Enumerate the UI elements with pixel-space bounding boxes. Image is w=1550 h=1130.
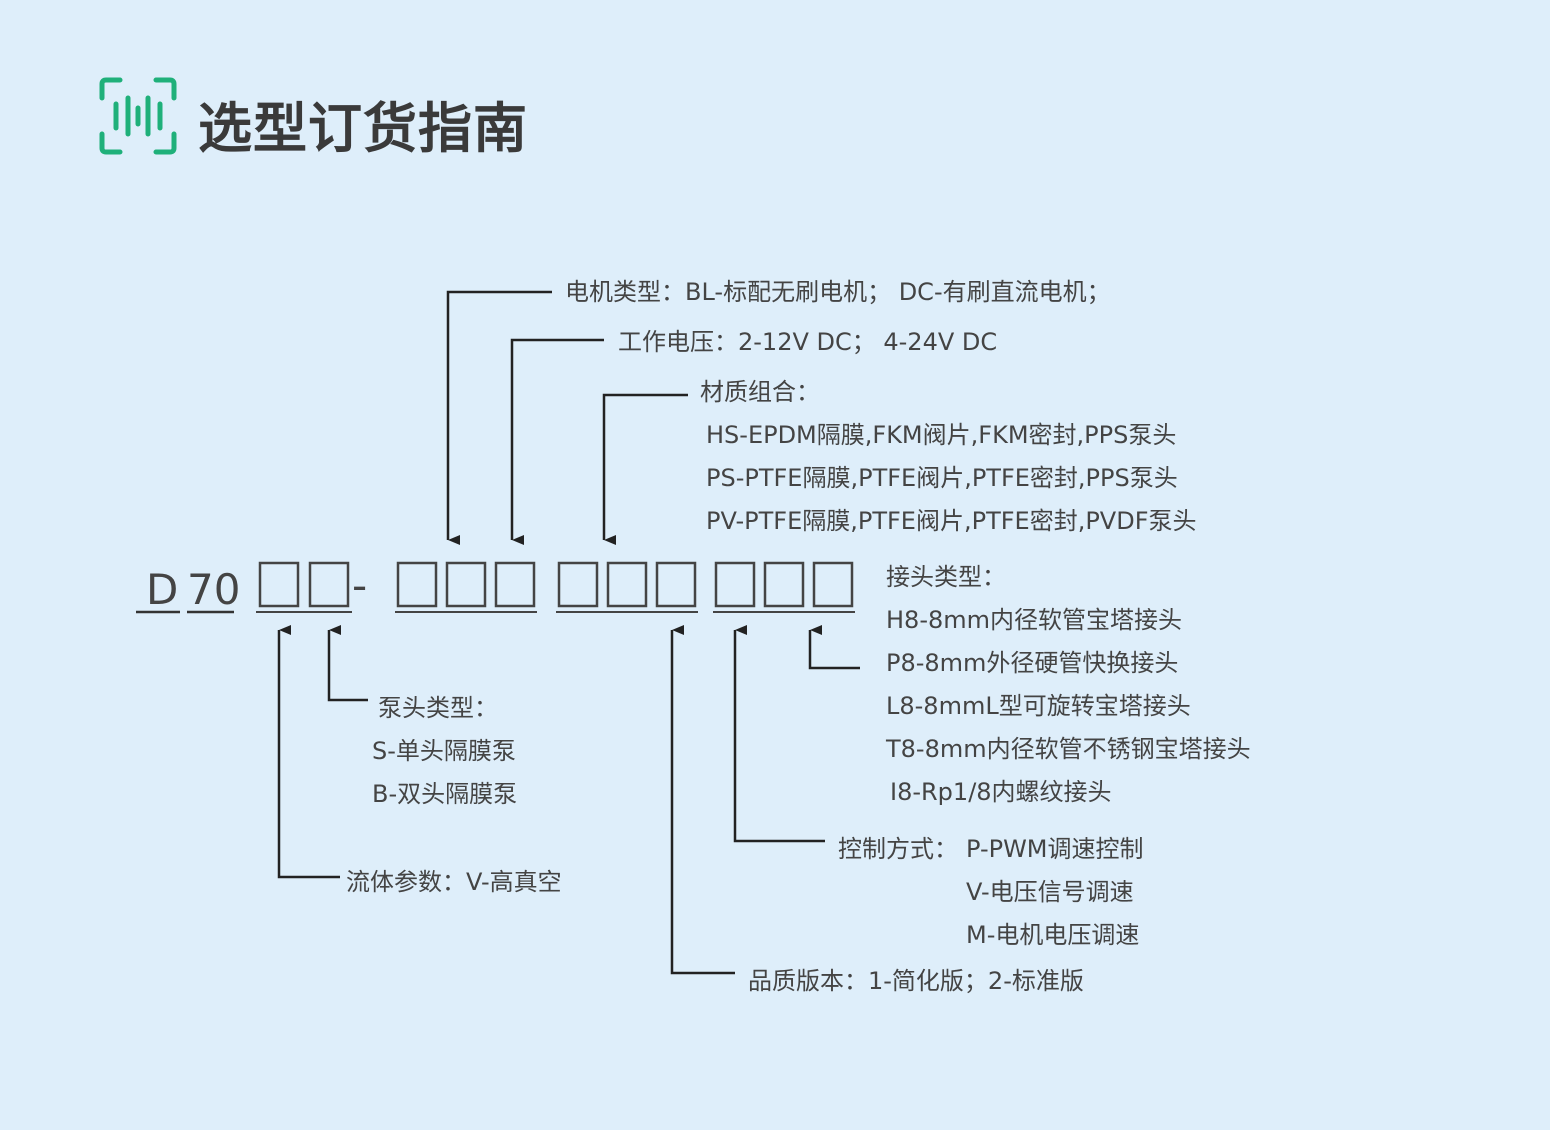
label-connector-line: H8-8mm内径软管宝塔接头 <box>886 606 1182 634</box>
slot-connector-1 <box>763 561 805 608</box>
material-block: 材质组合： HS-EPDM隔膜,FKM阀片,FKM密封,PPS泵头 PS-PTF… <box>700 378 1197 535</box>
label-connector-line: P8-8mm外径硬管快换接头 <box>886 649 1178 677</box>
leader-lines <box>277 290 860 975</box>
leader-quality <box>670 625 735 975</box>
leader-motor-type <box>446 290 552 545</box>
control-block: 控制方式： P-PWM调速控制 V-电压信号调速 M-电机电压调速 <box>838 835 1144 949</box>
label-connector-line: L8-8mmL型可旋转宝塔接头 <box>886 692 1191 720</box>
slot-motor-2 <box>445 561 487 608</box>
label-control-line: V-电压信号调速 <box>966 878 1134 906</box>
label-material-line: PS-PTFE隔膜,PTFE阀片,PTFE密封,PPS泵头 <box>706 464 1178 492</box>
page-title: 选型订货指南 <box>198 97 528 160</box>
label-material-title: 材质组合： <box>700 378 820 406</box>
label-pump-head-line: S-单头隔膜泵 <box>372 737 516 765</box>
barcode-scan-icon <box>99 77 177 155</box>
code-separator: - <box>352 561 367 610</box>
label-pump-head-line: B-双头隔膜泵 <box>372 780 517 808</box>
pump-head-block: 泵头类型： S-单头隔膜泵 B-双头隔膜泵 <box>372 694 517 808</box>
slot-material-1 <box>557 561 599 608</box>
label-control-line: P-PWM调速控制 <box>966 835 1144 863</box>
leader-control <box>733 625 825 843</box>
label-connector-line: I8-Rp1/8内螺纹接头 <box>890 778 1112 806</box>
slot-fluid <box>258 561 300 608</box>
slot-pump-head <box>308 561 350 608</box>
code-prefix-number: 70 <box>187 565 240 614</box>
code-prefix-letter: D <box>146 565 178 614</box>
slot-control <box>714 561 756 608</box>
slot-voltage <box>494 561 536 608</box>
label-control-line: M-电机电压调速 <box>966 921 1139 949</box>
label-quality: 品质版本：1-简化版；2-标准版 <box>748 967 1084 995</box>
code-slots <box>258 561 854 608</box>
label-pump-head-title: 泵头类型： <box>378 694 498 722</box>
slot-connector-2 <box>812 561 854 608</box>
leader-pump-head <box>327 625 368 702</box>
leader-material <box>602 393 688 545</box>
model-code: D 70 - <box>136 561 855 614</box>
leader-connector <box>808 625 860 670</box>
slot-quality <box>655 561 697 608</box>
label-connector-title: 接头类型： <box>886 563 1006 591</box>
label-material-line: PV-PTFE隔膜,PTFE阀片,PTFE密封,PVDF泵头 <box>706 507 1197 535</box>
connector-block: 接头类型： H8-8mm内径软管宝塔接头 P8-8mm外径硬管快换接头 L8-8… <box>885 563 1251 806</box>
leader-fluid <box>277 625 340 879</box>
label-voltage: 工作电压：2-12V DC； 4-24V DC <box>618 328 997 356</box>
label-control-title: 控制方式： <box>838 835 958 863</box>
label-motor-type: 电机类型：BL-标配无刷电机； DC-有刷直流电机； <box>565 278 1111 306</box>
label-connector-line: T8-8mm内径软管不锈钢宝塔接头 <box>885 735 1251 763</box>
slot-material-2 <box>606 561 648 608</box>
label-material-line: HS-EPDM隔膜,FKM阀片,FKM密封,PPS泵头 <box>706 421 1176 449</box>
label-fluid: 流体参数：V-高真空 <box>346 868 562 896</box>
slot-motor-1 <box>396 561 438 608</box>
leader-voltage <box>510 338 604 545</box>
